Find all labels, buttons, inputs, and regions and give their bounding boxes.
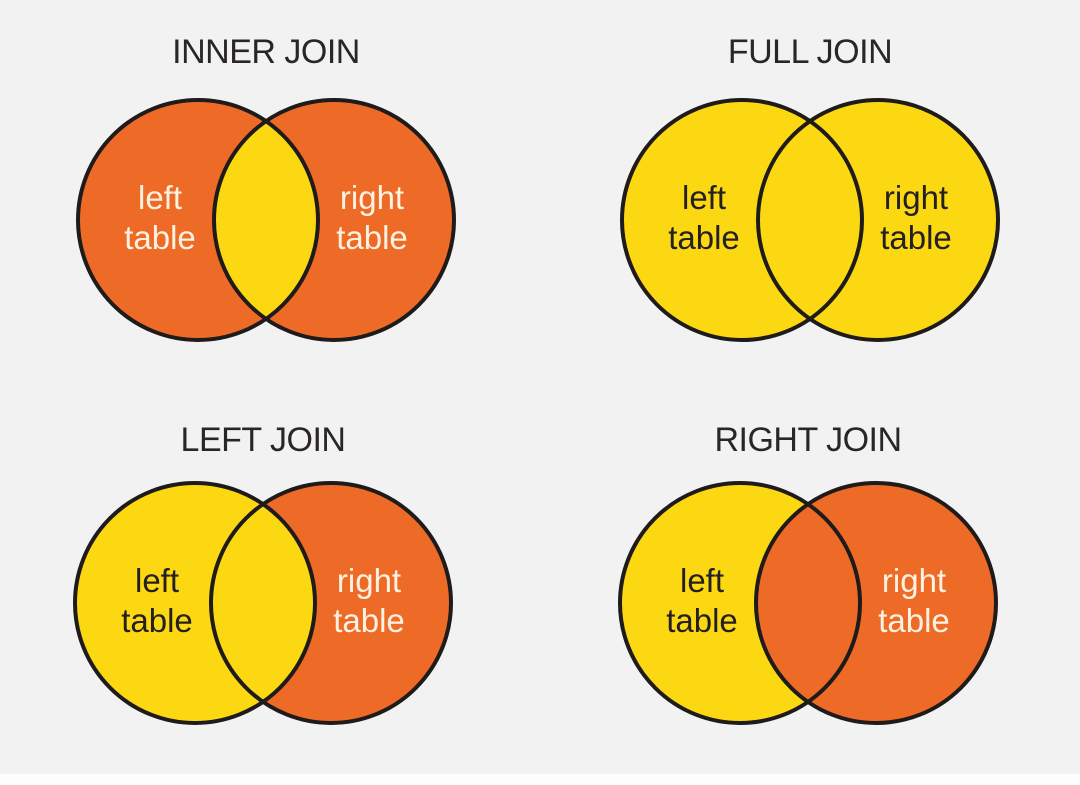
circle-outline	[754, 481, 998, 725]
intersection-region	[211, 483, 315, 723]
intersection-region	[214, 100, 318, 340]
left-table-label: left table	[124, 179, 196, 256]
circle-outline	[76, 98, 320, 342]
right-table-label: right table	[878, 562, 950, 639]
left-table-label: left table	[668, 179, 740, 256]
circle-outline	[212, 98, 456, 342]
diagram-title-full-join: FULL JOIN	[727, 33, 893, 71]
venn-diagram-right-join: left table right table	[614, 477, 1002, 729]
right-table-label: right table	[336, 179, 408, 256]
venn-svg	[73, 481, 453, 725]
intersection-region	[758, 100, 862, 340]
footer-strip	[0, 774, 1080, 785]
diagram-title-right-join: RIGHT JOIN	[714, 421, 902, 459]
circle-outline	[209, 481, 453, 725]
venn-diagram-full-join: left table right table	[616, 94, 1004, 346]
venn-svg	[618, 481, 998, 725]
venn-diagram-inner-join: left table right table	[72, 94, 460, 346]
venn-svg	[76, 98, 456, 342]
left-table-label: left table	[121, 562, 193, 639]
circle-outline	[73, 481, 317, 725]
venn-diagram-left-join: left table right table	[69, 477, 457, 729]
circle-outline	[756, 98, 1000, 342]
circle-outline	[618, 481, 862, 725]
venn-svg	[620, 98, 1000, 342]
right-table-label: right table	[333, 562, 405, 639]
diagram-title-inner-join: INNER JOIN	[172, 33, 360, 71]
left-table-label: left table	[666, 562, 738, 639]
circle-outline	[620, 98, 864, 342]
diagram-title-left-join: LEFT JOIN	[180, 421, 346, 459]
intersection-region	[756, 483, 860, 723]
right-table-label: right table	[880, 179, 952, 256]
